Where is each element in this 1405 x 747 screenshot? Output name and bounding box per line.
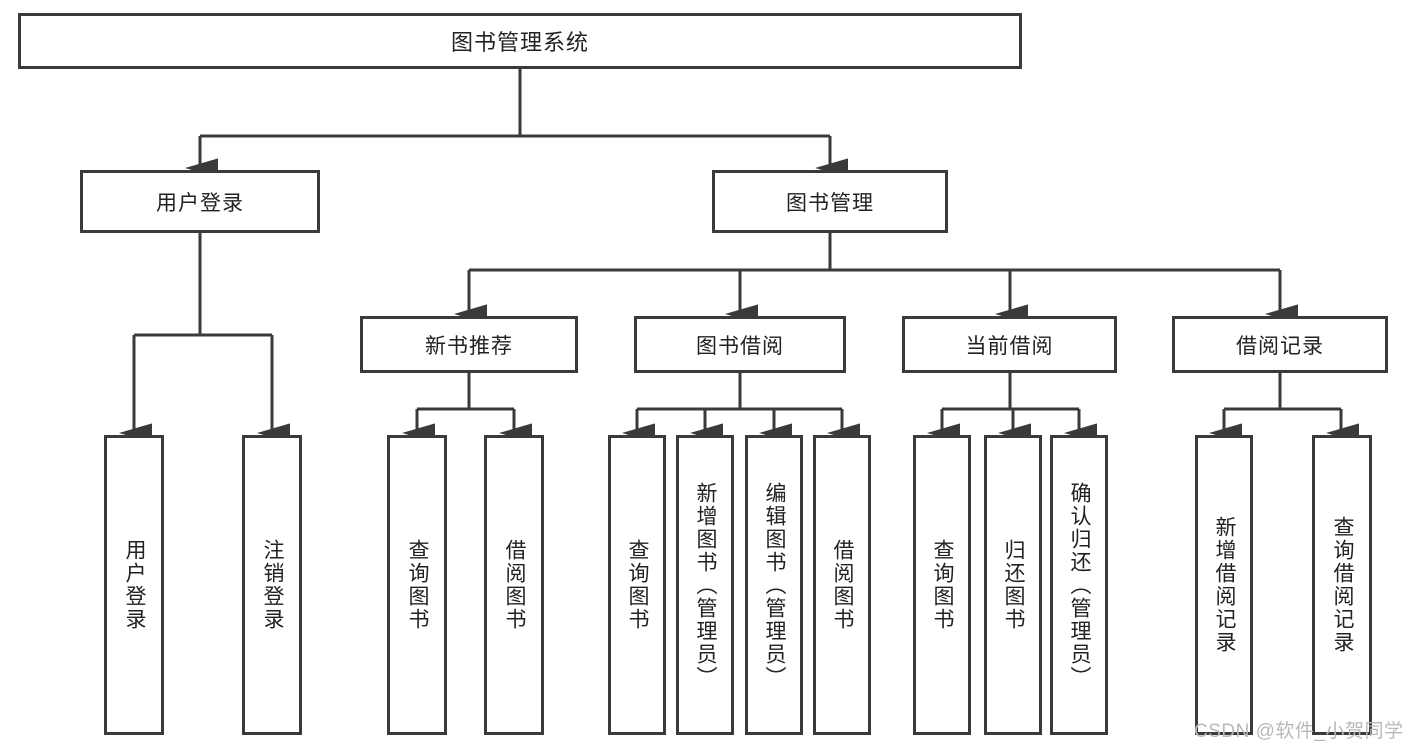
node-label: 借阅图书 (831, 539, 855, 631)
node-label: 查询图书 (931, 539, 955, 631)
node-leaf-logout[interactable]: 注销登录 (242, 435, 302, 735)
node-label: 确认归还（管理员） (1068, 481, 1092, 689)
node-label: 借阅图书 (503, 539, 527, 631)
node-label: 归还图书 (1002, 539, 1026, 631)
node-label: 编辑图书（管理员） (763, 481, 787, 689)
node-new-book-recommend[interactable]: 新书推荐 (360, 316, 578, 373)
node-current-borrow[interactable]: 当前借阅 (902, 316, 1117, 373)
node-leaf-query-record[interactable]: 查询借阅记录 (1312, 435, 1372, 735)
node-leaf-add-record[interactable]: 新增借阅记录 (1195, 435, 1253, 735)
watermark-text: CSDN @软件_小贺同学 (1194, 721, 1404, 742)
node-label: 图书管理系统 (450, 30, 589, 55)
node-label: 新增图书（管理员） (694, 481, 718, 689)
node-label: 查询图书 (626, 539, 650, 631)
node-label: 当前借阅 (965, 334, 1054, 358)
node-label: 新增借阅记录 (1213, 516, 1237, 654)
node-book-borrow[interactable]: 图书借阅 (634, 316, 846, 373)
node-leaf-edit-book[interactable]: 编辑图书（管理员） (745, 435, 803, 735)
node-leaf-query-book-borrow[interactable]: 查询图书 (608, 435, 666, 735)
node-leaf-borrow-book-rec[interactable]: 借阅图书 (484, 435, 544, 735)
node-leaf-user-login[interactable]: 用户登录 (104, 435, 164, 735)
node-label: 新书推荐 (425, 334, 513, 358)
node-label: 查询图书 (406, 539, 430, 631)
node-leaf-add-book[interactable]: 新增图书（管理员） (676, 435, 734, 735)
node-label: 用户登录 (156, 191, 244, 215)
node-book-manage[interactable]: 图书管理 (712, 170, 948, 233)
node-label: 图书管理 (786, 191, 874, 215)
node-user-login[interactable]: 用户登录 (80, 170, 320, 233)
node-leaf-borrow-book[interactable]: 借阅图书 (813, 435, 871, 735)
node-label: 借阅记录 (1236, 334, 1324, 358)
node-label: 注销登录 (261, 539, 285, 631)
node-label: 查询借阅记录 (1331, 516, 1355, 654)
node-label: 用户登录 (123, 539, 147, 631)
node-label: 图书借阅 (696, 334, 784, 358)
node-borrow-record[interactable]: 借阅记录 (1172, 316, 1388, 373)
node-leaf-confirm-return[interactable]: 确认归还（管理员） (1050, 435, 1108, 735)
node-leaf-query-book-cur[interactable]: 查询图书 (913, 435, 971, 735)
node-leaf-query-book-rec[interactable]: 查询图书 (387, 435, 447, 735)
node-leaf-return-book[interactable]: 归还图书 (984, 435, 1042, 735)
node-root[interactable]: 图书管理系统 (18, 13, 1022, 69)
